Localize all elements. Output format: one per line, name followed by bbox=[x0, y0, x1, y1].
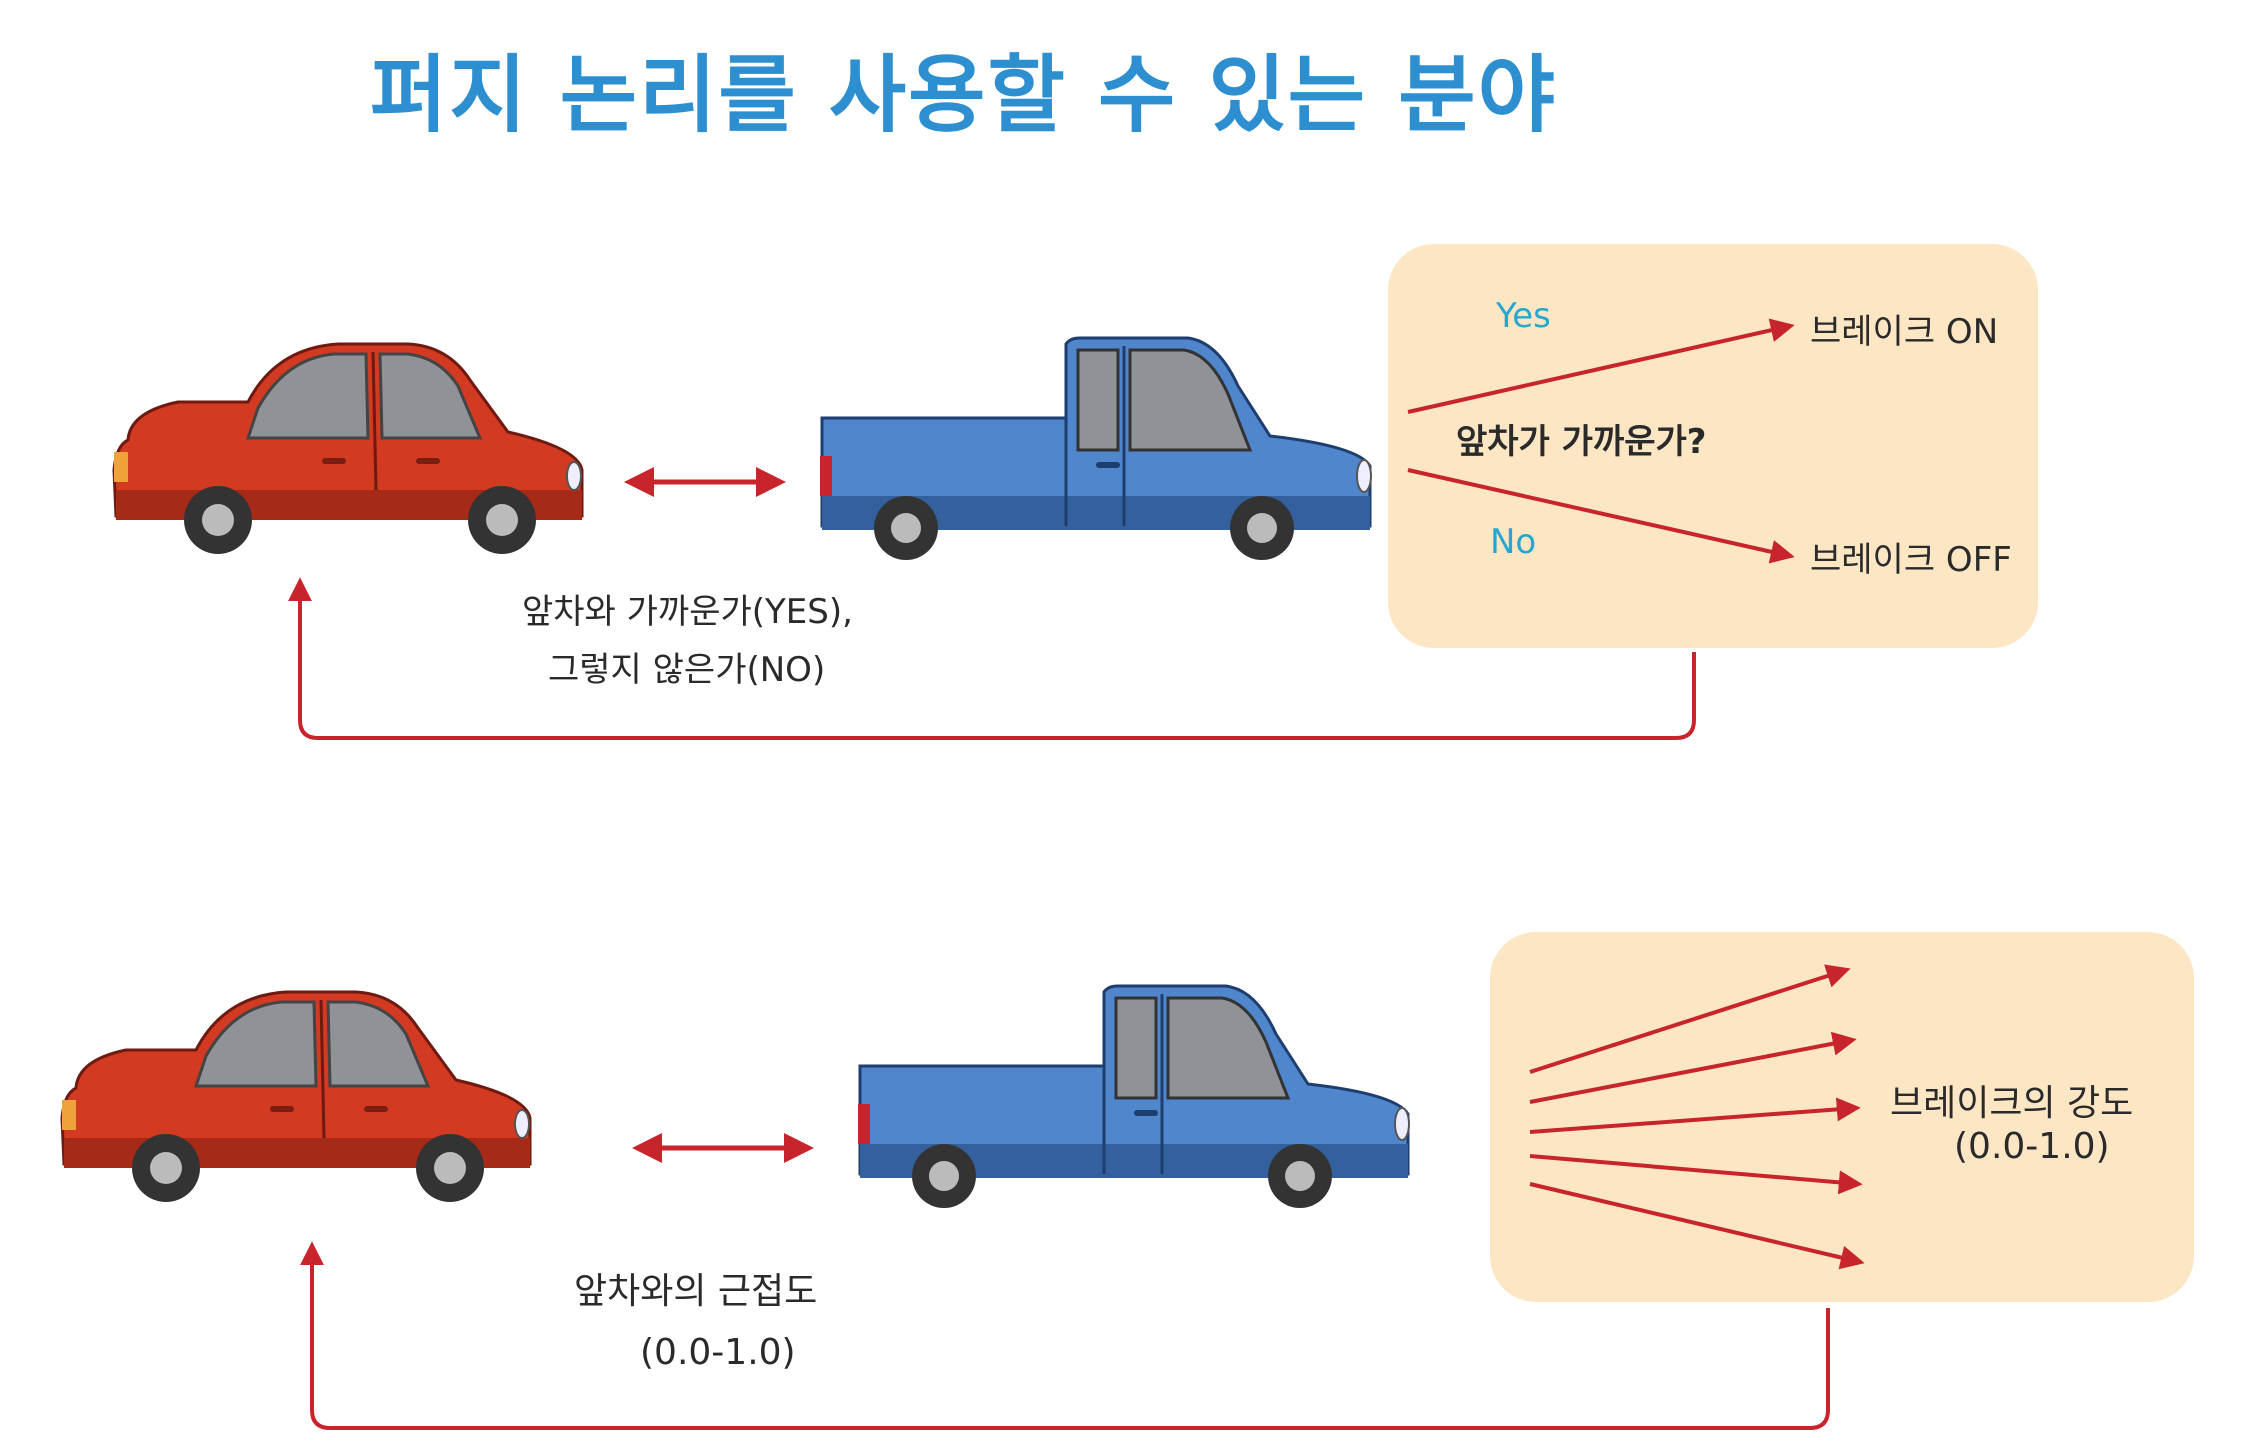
brake-off-label: 브레이크 OFF bbox=[1810, 540, 2012, 580]
fuzzy-input-label-line2: (0.0-1.0) bbox=[640, 1332, 796, 1373]
blue-truck-top bbox=[818, 336, 1373, 562]
brake-strength-label-line1: 브레이크의 강도 bbox=[1890, 1083, 2134, 1124]
no-arrow bbox=[1407, 468, 1795, 564]
binary-input-label-line2: 그렇지 않은가(NO) bbox=[548, 650, 826, 690]
binary-decision-box bbox=[1388, 244, 2038, 648]
fuzzy-arrow bbox=[1529, 1154, 1863, 1195]
feedback-loop-top bbox=[288, 577, 1696, 740]
brake-on-label: 브레이크 ON bbox=[1810, 312, 1999, 352]
fuzzy-arrow bbox=[1529, 1097, 1861, 1134]
binary-input-label-line1: 앞차와 가까운가(YES), bbox=[522, 592, 853, 632]
feedback-loop-bottom bbox=[300, 1241, 1830, 1430]
page-title: 퍼지 논리를 사용할 수 있는 분야 bbox=[370, 46, 1557, 144]
fuzzy-arrow bbox=[1529, 1031, 1857, 1104]
yes-arrow bbox=[1407, 318, 1795, 414]
fuzzy-arrow bbox=[1529, 964, 1851, 1074]
brake-strength-label-line2: (0.0-1.0) bbox=[1954, 1126, 2110, 1167]
blue-truck-bottom bbox=[856, 984, 1411, 1210]
yes-label: Yes bbox=[1496, 296, 1551, 336]
red-car-bottom bbox=[60, 990, 532, 1204]
fuzzy-arrow bbox=[1529, 1182, 1865, 1270]
red-car-top bbox=[112, 342, 584, 556]
no-label: No bbox=[1490, 522, 1537, 562]
decision-question: 앞차가 가까운가? bbox=[1456, 422, 1707, 462]
fuzzy-input-label-line1: 앞차와의 근접도 bbox=[574, 1271, 818, 1312]
